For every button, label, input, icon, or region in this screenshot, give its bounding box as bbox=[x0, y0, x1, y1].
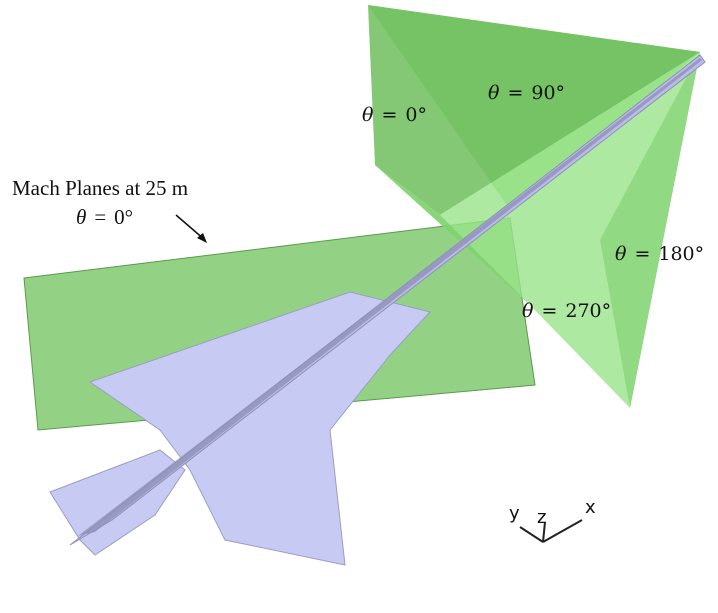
equals-sign: = bbox=[94, 205, 107, 229]
axis-z-label: z bbox=[537, 507, 547, 528]
mach-plane-caption: Mach Planes at 25 m θ = 0° bbox=[12, 176, 188, 230]
caption-arrowhead bbox=[197, 233, 207, 243]
cone-plane-270 bbox=[375, 52, 700, 408]
cone-plane-edge bbox=[375, 165, 530, 305]
theta-value: 0° bbox=[114, 205, 134, 229]
label-cone-270: θ = 270° bbox=[522, 300, 612, 322]
label-cone-180: θ = 180° bbox=[615, 243, 705, 265]
theta-symbol: θ bbox=[76, 205, 87, 229]
caption-line1: Mach Planes at 25 m bbox=[12, 176, 189, 200]
axis-triad bbox=[519, 519, 583, 543]
label-cone-0: θ = 0° bbox=[362, 104, 427, 126]
aircraft-tail bbox=[49, 449, 186, 556]
label-cone-90: θ = 90° bbox=[488, 82, 566, 104]
cone-plane-90 bbox=[368, 5, 700, 215]
axis-y-label: y bbox=[509, 503, 520, 524]
axis-x-label: x bbox=[585, 497, 596, 518]
caption-theta-line: θ = 0° bbox=[76, 205, 188, 230]
aircraft-fuselage-shade bbox=[78, 58, 702, 536]
